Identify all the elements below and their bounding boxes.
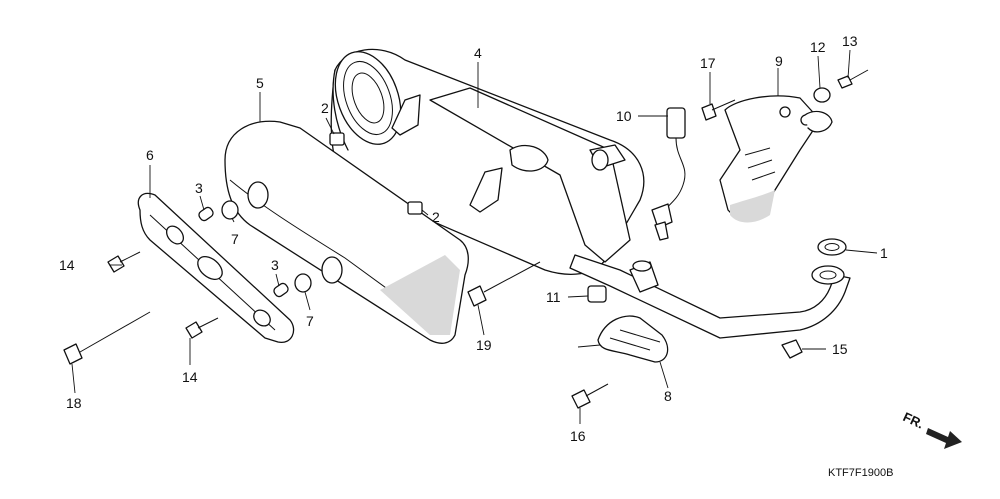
protector-plate bbox=[137, 192, 295, 343]
callout-lines bbox=[71, 49, 878, 424]
label-part-4: 4 bbox=[474, 45, 482, 61]
label-part-9: 9 bbox=[775, 53, 783, 69]
label-part-16: 16 bbox=[570, 428, 586, 444]
label-part-3a: 3 bbox=[195, 180, 203, 196]
label-part-17: 17 bbox=[700, 55, 716, 71]
figure-code: KTF7F1900B bbox=[828, 467, 893, 479]
hardware bbox=[63, 69, 869, 409]
heat-shield bbox=[719, 95, 833, 223]
label-part-1: 1 bbox=[880, 245, 888, 261]
label-part-6: 6 bbox=[146, 147, 154, 163]
muffler-protector bbox=[224, 120, 469, 344]
label-part-19: 19 bbox=[476, 337, 492, 353]
label-part-15: 15 bbox=[832, 341, 848, 357]
label-part-5: 5 bbox=[256, 75, 264, 91]
label-part-8: 8 bbox=[664, 388, 672, 404]
label-part-14b: 14 bbox=[182, 369, 198, 385]
part-number-labels: 1 2 2 3 3 4 5 6 7 7 8 9 10 11 12 13 14 1… bbox=[59, 33, 888, 444]
muffler-assembly bbox=[330, 48, 645, 275]
label-part-2a: 2 bbox=[321, 100, 329, 116]
label-part-11: 11 bbox=[546, 289, 561, 305]
label-part-7b: 7 bbox=[306, 313, 314, 329]
label-part-10: 10 bbox=[616, 108, 632, 124]
front-direction-indicator: FR. bbox=[901, 409, 962, 449]
front-arrow-icon bbox=[926, 428, 962, 449]
label-part-7a: 7 bbox=[231, 231, 239, 247]
label-part-13: 13 bbox=[842, 33, 858, 49]
label-part-18: 18 bbox=[66, 395, 82, 411]
gasket bbox=[817, 238, 847, 256]
label-part-2b: 2 bbox=[432, 209, 440, 225]
exhaust-pipe bbox=[569, 254, 851, 339]
o2-sensor bbox=[651, 107, 686, 241]
label-part-12: 12 bbox=[810, 39, 826, 55]
front-direction-label: FR. bbox=[901, 409, 926, 431]
label-part-14a: 14 bbox=[59, 257, 75, 273]
label-part-3b: 3 bbox=[271, 257, 279, 273]
